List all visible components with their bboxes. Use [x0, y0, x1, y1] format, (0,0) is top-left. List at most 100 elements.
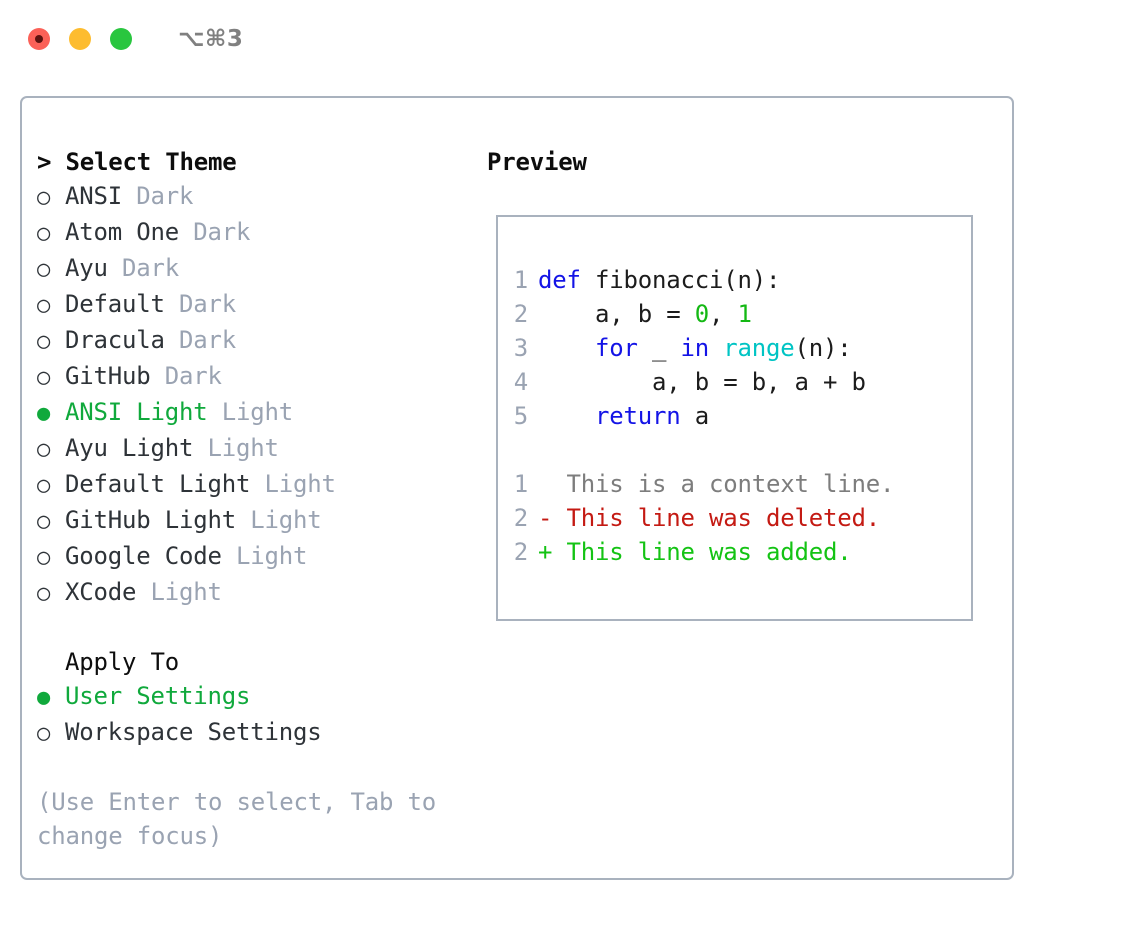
- theme-option-name: ANSI: [65, 182, 122, 210]
- radio-unselected-icon[interactable]: ○: [37, 257, 51, 282]
- code-line-content: a, b = 0, 1: [538, 297, 752, 331]
- theme-option-row[interactable]: ● ANSI Light Light: [37, 395, 482, 431]
- theme-option-name: Default: [65, 290, 165, 318]
- code-line-content: def fibonacci(n):: [538, 263, 780, 297]
- theme-option-variant: Dark: [179, 290, 236, 318]
- code-token: range: [723, 334, 795, 362]
- theme-option-variant: Light: [264, 470, 336, 498]
- code-line: 2 a, b = 0, 1: [498, 297, 971, 331]
- theme-option-name: ANSI Light: [65, 398, 208, 426]
- theme-option-row[interactable]: ○Ayu Dark: [37, 251, 482, 287]
- close-button[interactable]: [28, 28, 50, 50]
- apply-to-option-row[interactable]: ○Workspace Settings: [37, 715, 482, 751]
- theme-option-variant: Light: [250, 506, 322, 534]
- theme-option-name: Google Code: [65, 542, 222, 570]
- diff-line: 1 This is a context line.: [498, 467, 971, 501]
- maximize-button[interactable]: [110, 28, 132, 50]
- code-diff-spacer: [498, 433, 971, 467]
- radio-unselected-icon[interactable]: ○: [37, 509, 51, 534]
- line-number: 2: [513, 504, 528, 532]
- code-token: in: [680, 334, 710, 362]
- code-line: 4 a, b = b, a + b: [498, 365, 971, 399]
- code-token: [709, 334, 723, 362]
- theme-option-list: ○ANSI Dark○Atom One Dark○Ayu Dark○Defaul…: [37, 179, 482, 611]
- line-number: 3: [513, 334, 528, 362]
- radio-unselected-icon[interactable]: ○: [37, 473, 51, 498]
- diff-marker: [538, 467, 567, 501]
- code-token: 1: [737, 300, 752, 328]
- diff-marker: +: [538, 538, 567, 566]
- theme-option-row[interactable]: ○ Default Dark: [37, 287, 482, 323]
- radio-unselected-icon[interactable]: ○: [37, 221, 51, 246]
- code-token: 0: [694, 300, 709, 328]
- diff-line-text: This line was deleted.: [566, 504, 881, 532]
- theme-option-row[interactable]: ○ XCode Light: [37, 575, 482, 611]
- code-token: return: [595, 402, 681, 430]
- apply-to-option-row[interactable]: ●User Settings: [37, 679, 482, 715]
- theme-option-variant: Dark: [179, 326, 236, 354]
- line-number: 1: [513, 266, 528, 294]
- diff-line: 2- This line was deleted.: [498, 501, 971, 535]
- theme-option-separator: [108, 251, 122, 285]
- line-number: 5: [513, 402, 528, 430]
- theme-picker-column: > Select Theme ○ANSI Dark○Atom One Dark○…: [22, 98, 482, 878]
- theme-option-row[interactable]: ○ Atom One Dark: [37, 215, 482, 251]
- main-panel: > Select Theme ○ANSI Dark○Atom One Dark○…: [20, 96, 1014, 880]
- theme-option-variant: Dark: [164, 362, 222, 390]
- code-token: def: [538, 266, 595, 294]
- theme-option-row[interactable]: ○ ANSI Dark: [37, 179, 482, 215]
- theme-option-name: Default Light: [65, 470, 251, 498]
- diff-line-text: This is a context line.: [566, 470, 895, 498]
- theme-option-row[interactable]: ○GitHub Dark: [37, 359, 482, 395]
- theme-option-name: Dracula: [65, 326, 165, 354]
- traffic-light-group: [28, 28, 132, 50]
- theme-option-separator: [165, 287, 179, 321]
- theme-option-variant: Light: [150, 578, 222, 606]
- radio-unselected-icon[interactable]: ○: [37, 721, 51, 746]
- theme-option-separator: [236, 503, 250, 537]
- radio-unselected-icon[interactable]: ○: [37, 293, 51, 318]
- radio-unselected-icon[interactable]: ○: [37, 365, 51, 390]
- theme-option-row[interactable]: ○Ayu Light Light: [37, 431, 482, 467]
- theme-option-separator: [122, 179, 136, 213]
- select-theme-heading: > Select Theme: [37, 148, 237, 176]
- title-bar: ⌥⌘3: [0, 0, 1140, 78]
- keyboard-hint-text: (Use Enter to select, Tab to change focu…: [37, 788, 436, 850]
- code-token: ,: [709, 300, 738, 328]
- theme-option-name: GitHub Light: [65, 506, 236, 534]
- minimize-button[interactable]: [69, 28, 91, 50]
- code-token: _: [637, 334, 681, 362]
- radio-selected-icon[interactable]: ●: [37, 685, 51, 710]
- theme-option-name: Ayu Light: [65, 434, 194, 462]
- radio-unselected-icon[interactable]: ○: [37, 329, 51, 354]
- theme-option-variant: Dark: [193, 218, 251, 246]
- theme-option-variant: Light: [221, 398, 293, 426]
- line-number: 1: [513, 470, 528, 498]
- radio-selected-icon[interactable]: ●: [37, 401, 51, 426]
- theme-option-variant: Dark: [136, 182, 194, 210]
- theme-option-row[interactable]: ○ GitHub Light Light: [37, 503, 482, 539]
- theme-option-name: XCode: [65, 578, 137, 606]
- code-line: 1 def fibonacci(n):: [498, 263, 971, 297]
- line-number: 4: [513, 368, 528, 396]
- radio-unselected-icon[interactable]: ○: [37, 185, 51, 210]
- radio-unselected-icon[interactable]: ○: [37, 437, 51, 462]
- theme-option-separator: [208, 395, 222, 429]
- apply-to-heading: Apply To: [65, 648, 179, 676]
- code-token: [538, 402, 595, 430]
- theme-option-separator: [151, 359, 165, 393]
- theme-option-row[interactable]: ○ Dracula Dark: [37, 323, 482, 359]
- theme-option-separator: [136, 575, 150, 609]
- radio-unselected-icon[interactable]: ○: [37, 545, 51, 570]
- theme-option-row[interactable]: ○ Google Code Light: [37, 539, 482, 575]
- theme-option-name: Atom One: [65, 218, 179, 246]
- radio-unselected-icon[interactable]: ○: [37, 581, 51, 606]
- theme-option-variant: Light: [236, 542, 308, 570]
- theme-option-separator: [165, 323, 179, 357]
- code-token: [538, 334, 595, 362]
- theme-option-row[interactable]: ○ Default Light Light: [37, 467, 482, 503]
- code-line: 3 for _ in range(n):: [498, 331, 971, 365]
